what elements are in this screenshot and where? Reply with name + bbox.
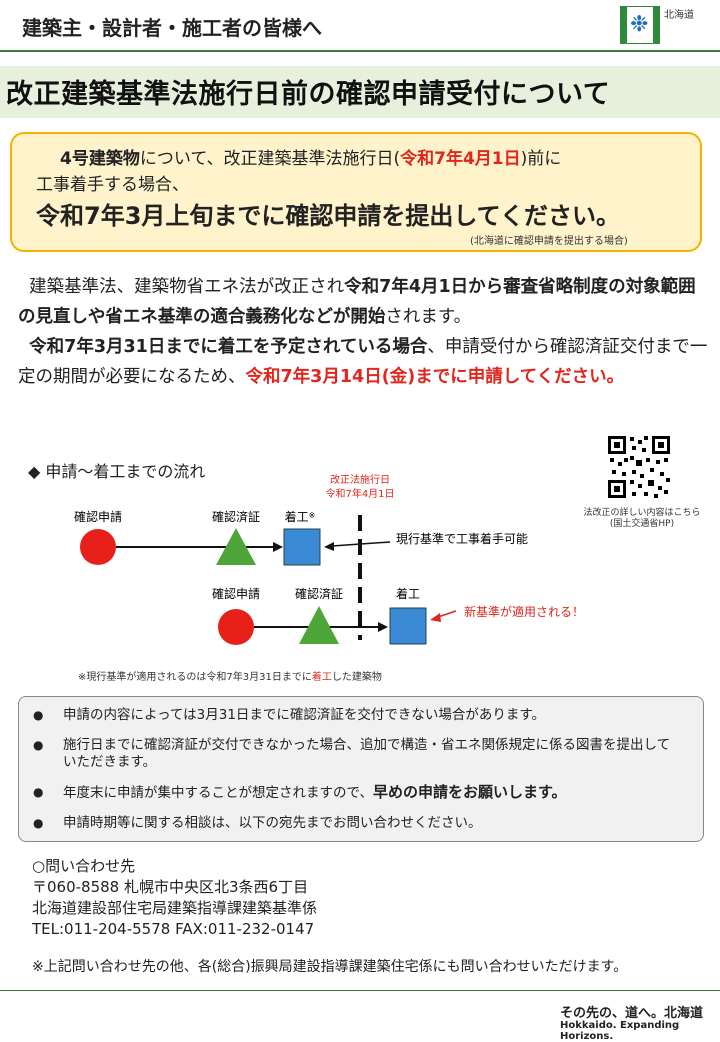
- row1-note: 現行基準で工事着手可能: [396, 531, 528, 546]
- notice-line2: 工事着手する場合、: [36, 175, 189, 195]
- info-bullet-3: 年度末に申請が集中することが想定されますので、早めの申請をお願いします。: [33, 784, 683, 802]
- row1-start-square: [283, 528, 321, 566]
- row1-apply-circle: [80, 529, 116, 565]
- info-bullet-4: 申請時期等に関する相談は、以下の宛先までお問い合わせください。: [33, 815, 683, 832]
- row2-start-square: [389, 607, 427, 645]
- row1-start-label: 着工※: [285, 509, 316, 524]
- row1-apply-label: 確認申請: [74, 509, 122, 524]
- row1-certified-triangle: [216, 528, 256, 565]
- snowflake-icon: ❉: [630, 12, 649, 37]
- row1-certified-label: 確認済証: [212, 509, 260, 524]
- notice-line1: 4号建築物について、改正建築基準法施行日(令和7年4月1日)前に: [60, 149, 562, 169]
- audience-heading: 建築主・設計者・施工者の皆様へ: [22, 16, 322, 40]
- notice-scope-note: (北海道に確認申請を提出する場合): [470, 236, 628, 247]
- body-paragraph: 建築基準法、建築物省エネ法が改正され令和7年4月1日から審査省略制度の対象範囲の…: [18, 277, 708, 387]
- logo-mark: ❉: [620, 6, 660, 44]
- flow-diagram: 改正法施行日 令和7年4月1日 確認申請 確認済証 着工※ 現行基準で工事着手可…: [74, 473, 584, 645]
- hokkaido-logo: ❉ 北海道: [620, 6, 710, 44]
- footer-slogan-en: Hokkaido. Expanding Horizons.: [560, 1020, 680, 1042]
- info-box: 申請の内容によっては3月31日までに確認済証を交付できない場合があります。 施行…: [18, 696, 704, 842]
- contact-extra: ※上記問い合わせ先の他、各(総合)振興局建設指導課建築住宅係にも問い合わせいただ…: [32, 959, 628, 975]
- contact-block: ○問い合わせ先 〒060-8588 札幌市中央区北3条西6丁目 北海道建設部住宅…: [32, 856, 317, 940]
- enforce-date-label: 改正法施行日: [330, 473, 390, 486]
- title-band: [0, 66, 720, 118]
- row2-start-label: 着工: [396, 586, 420, 601]
- qr-caption: 法改正の詳しい内容はこちら(国土交通省HP): [583, 508, 701, 529]
- contact-phone: TEL:011-204-5578 FAX:011-232-0147: [32, 920, 315, 938]
- row2-apply-label: 確認申請: [212, 586, 260, 601]
- flow-footnote: ※現行基準が適用されるのは令和7年3月31日までに着工した建築物: [78, 672, 382, 683]
- notice-deadline: 令和7年3月上旬までに確認申請を提出してください。: [36, 202, 620, 230]
- row2-note: 新基準が適用される！: [464, 604, 584, 619]
- info-bullet-1: 申請の内容によっては3月31日までに確認済証を交付できない場合があります。: [33, 707, 683, 724]
- logo-text: 北海道: [664, 10, 694, 21]
- contact-heading: ○問い合わせ先: [32, 857, 136, 875]
- row2-apply-circle: [218, 609, 254, 645]
- page-title: 改正建築基準法施行日前の確認申請受付について: [6, 79, 611, 110]
- row2-certified-label: 確認済証: [295, 586, 343, 601]
- row2-certified-triangle: [299, 606, 339, 644]
- contact-address: 〒060-8588 札幌市中央区北3条西6丁目: [32, 878, 309, 896]
- enforce-date-value: 令和7年4月1日: [325, 487, 394, 500]
- info-bullet-2: 施行日までに確認済証が交付できなかった場合、追加で構造・省エネ関係規定に係る図書…: [33, 737, 683, 771]
- footer-divider: [0, 990, 720, 991]
- flow-title: ◆ 申請～着工までの流れ: [28, 462, 206, 481]
- footer-slogan: その先の、道へ。北海道: [560, 1006, 704, 1021]
- notice-box: [10, 132, 702, 252]
- header-divider: [0, 50, 720, 52]
- qr-code[interactable]: [606, 434, 672, 500]
- contact-dept: 北海道建設部住宅局建築指導課建築基準係: [32, 899, 318, 917]
